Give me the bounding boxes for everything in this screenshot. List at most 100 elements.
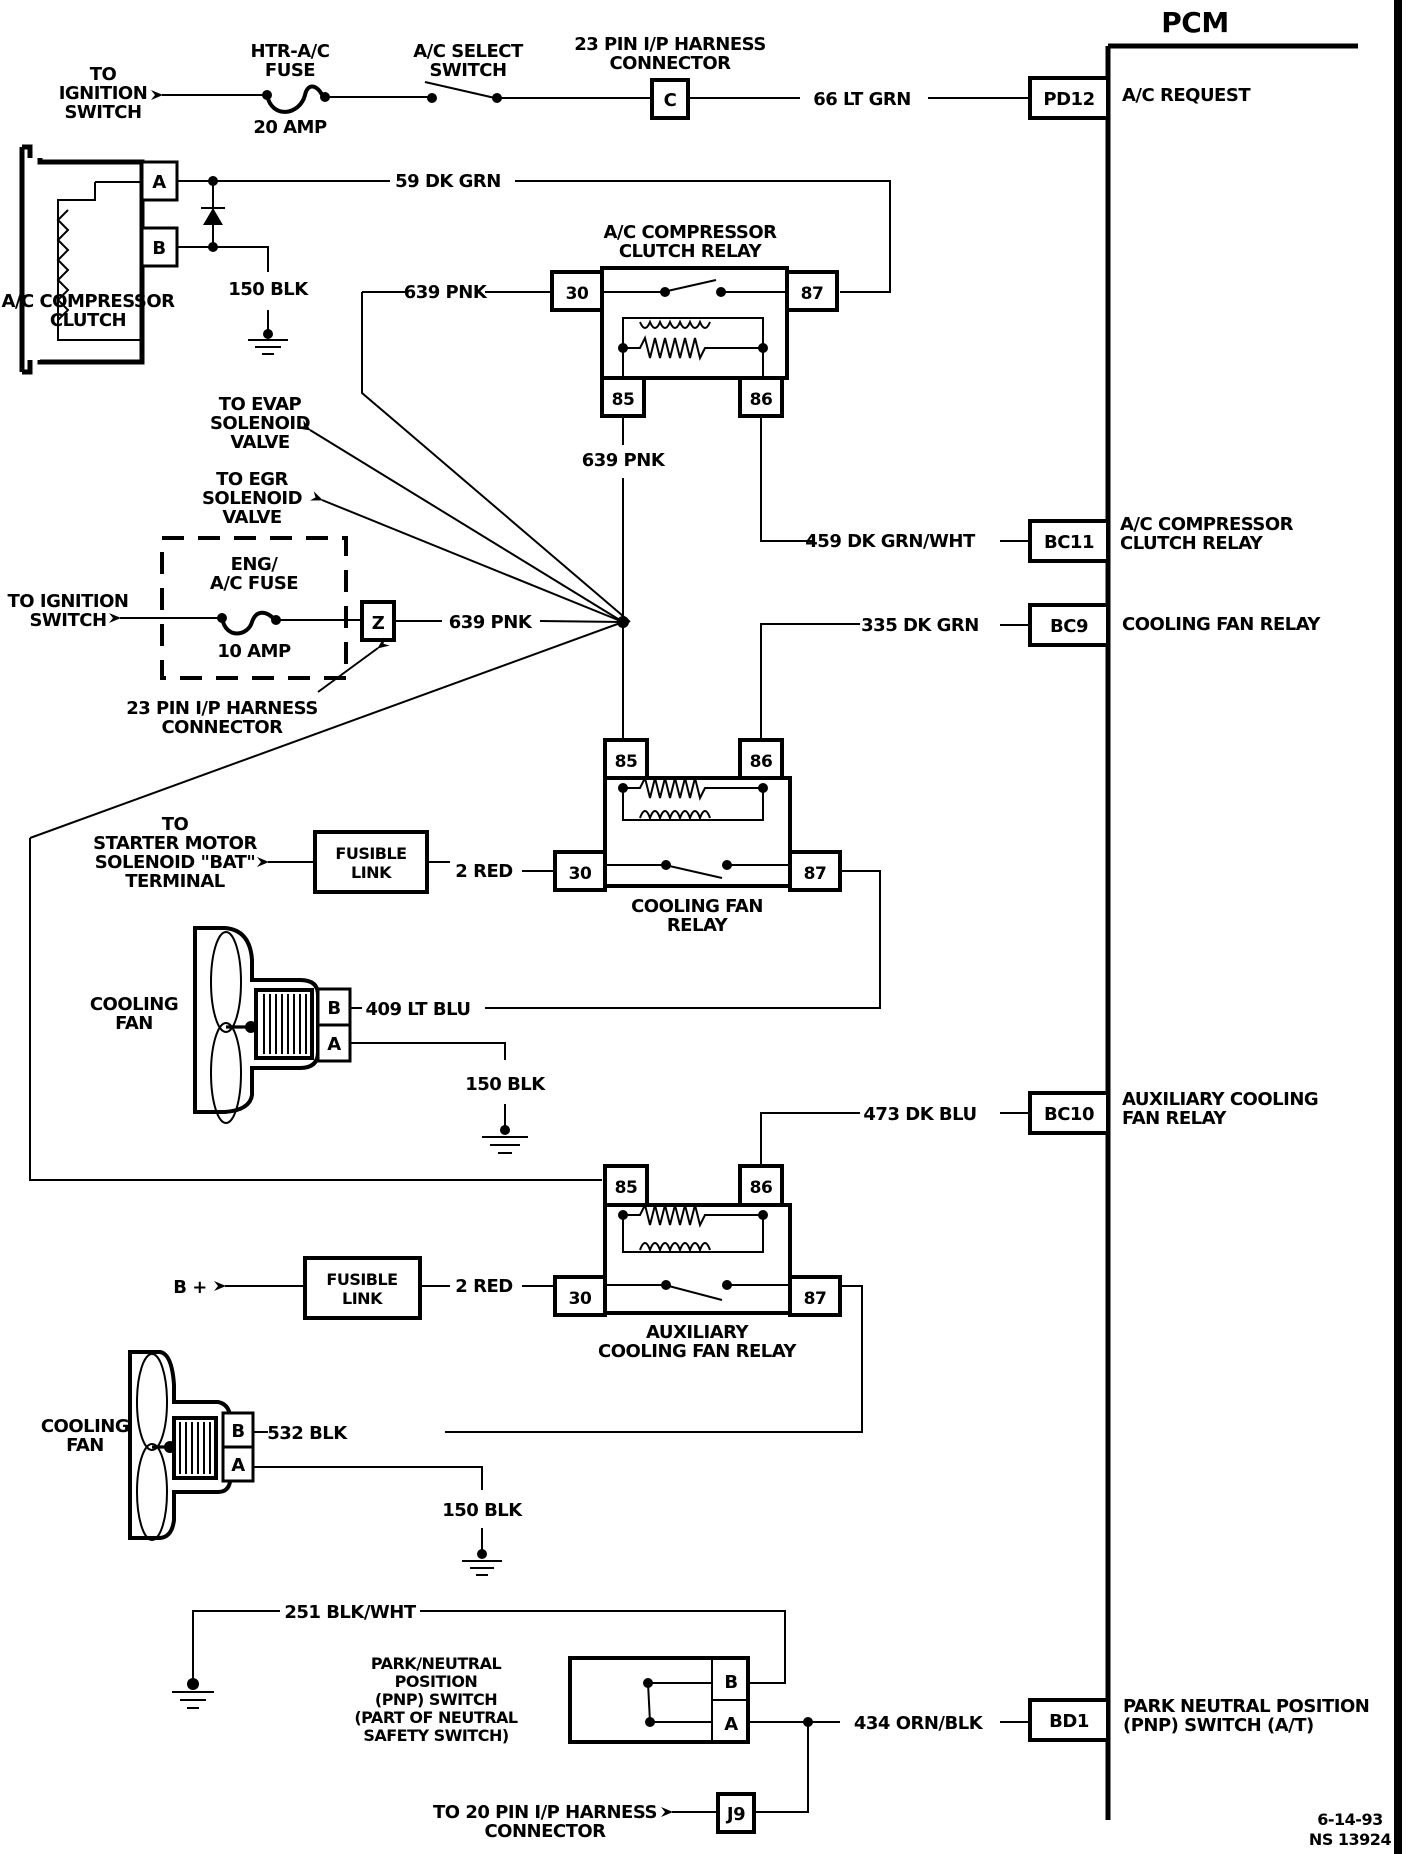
to-ignition-label: TO IGNITION	[8, 591, 129, 612]
auxiliary-cooling-fan-relay[interactable]: 85 86 30 87 AUXILIARY COOLING FAN RELAY	[553, 1164, 842, 1362]
terminal-id: BC9	[1050, 616, 1088, 637]
clutch-label: CLUTCH	[50, 310, 126, 331]
pin-b: B	[152, 238, 165, 259]
connector-c[interactable]: C	[650, 78, 690, 120]
ground-icon	[482, 1104, 528, 1154]
fan-motor-windings	[263, 994, 307, 1054]
wire	[192, 1610, 280, 1682]
fuse-block-outline	[160, 536, 348, 680]
arrow-to-egr-icon	[309, 491, 624, 623]
to-evap-label: VALVE	[230, 432, 289, 453]
relay-switch-icon	[607, 1280, 788, 1301]
pcm-terminal-bd1[interactable]: BD1 PARK NEUTRAL POSITION (PNP) SWITCH (…	[1028, 1696, 1370, 1742]
pcm-terminal-bc9[interactable]: BC9 COOLING FAN RELAY	[1028, 603, 1322, 647]
terminal-id: PD12	[1043, 89, 1094, 110]
pin-b: B	[327, 998, 340, 1019]
cooling-fan-relay[interactable]: 85 86 30 87 COOLING FAN RELAY	[553, 738, 842, 936]
fusible-link-1[interactable]: FUSIBLE LINK	[313, 830, 429, 894]
relay-coil-icon	[618, 775, 768, 821]
to-starter-label: TO	[162, 814, 189, 835]
wire-label: 150 BLK	[442, 1500, 523, 1521]
connector-pin: C	[664, 90, 677, 111]
pin-30: 30	[569, 1289, 592, 1309]
pin-a: A	[152, 172, 166, 193]
relay-label: COOLING FAN RELAY	[598, 1341, 797, 1362]
arrow-to-evap-icon	[298, 419, 624, 623]
ac-select-switch-icon[interactable]	[424, 81, 502, 103]
to-starter-label: STARTER MOTOR	[93, 833, 257, 854]
fuse-rating: 10 AMP	[217, 641, 291, 662]
fuse-label: A/C FUSE	[210, 573, 298, 594]
htr-ac-fuse-icon[interactable]	[262, 84, 330, 114]
wire-label: 150 BLK	[465, 1074, 546, 1095]
wire	[485, 870, 881, 1009]
pnp-switch-contacts-icon	[643, 1678, 712, 1727]
fan-motor-windings	[179, 1422, 211, 1474]
wire-label: 335 DK GRN	[861, 615, 979, 636]
wire-label: 473 DK BLU	[863, 1104, 976, 1125]
pin-86: 86	[750, 390, 773, 410]
pcm-terminal-bc10[interactable]: BC10 AUXILIARY COOLING FAN RELAY	[1028, 1089, 1319, 1135]
wire-label: 639 PNK	[404, 282, 488, 303]
pin-a: A	[724, 1714, 738, 1735]
fusible-link-label: FUSIBLE	[326, 1270, 397, 1289]
fusible-link-label: LINK	[342, 1289, 383, 1308]
pnp-switch-circuit: 251 BLK/WHT PARK/NEUTRAL POSITION (PNP) …	[172, 1602, 1030, 1842]
connector-z[interactable]: Z	[360, 600, 396, 642]
ac-compressor-clutch-relay[interactable]: A/C COMPRESSOR CLUTCH RELAY 30 87 85 86	[550, 222, 839, 418]
fusible-link-label: FUSIBLE	[335, 844, 406, 863]
pnp-label: (PART OF NEUTRAL	[354, 1708, 518, 1727]
fusible-link-label: LINK	[351, 863, 392, 882]
pin-86: 86	[750, 1178, 773, 1198]
pin-87: 87	[804, 1289, 827, 1309]
pcm-terminal-bc11[interactable]: BC11 A/C COMPRESSOR CLUTCH RELAY	[1028, 514, 1294, 563]
wire	[445, 1285, 863, 1433]
pnp-label: (PNP) SWITCH	[375, 1690, 497, 1709]
pin-a: A	[231, 1455, 245, 1476]
to-ignition-label: IGNITION	[59, 83, 148, 104]
ground-icon	[172, 1678, 214, 1709]
fan-label: COOLING	[41, 1416, 129, 1437]
to-egr-label: SOLENOID	[202, 488, 302, 509]
wire	[253, 1466, 483, 1490]
wire	[420, 1610, 786, 1684]
wire-label: 532 BLK	[267, 1423, 348, 1444]
terminal-label: (PNP) SWITCH (A/T)	[1123, 1715, 1314, 1736]
fuse-rating: 20 AMP	[253, 117, 327, 138]
wire	[760, 1112, 860, 1166]
splice-area: TO EVAP SOLENOID VALVE TO EGR SOLENOID V…	[8, 394, 629, 1181]
pcm-terminal-pd12[interactable]: PD12 A/C REQUEST	[1028, 76, 1252, 120]
to-starter-label: TERMINAL	[125, 871, 225, 892]
pcm-module: PCM PD12 A/C REQUEST BC11 A/C COMPRESSOR…	[1028, 0, 1402, 1854]
cooling-fan-1[interactable]: COOLING FAN B A	[90, 926, 352, 1124]
pin-b: B	[724, 1672, 737, 1693]
terminal-id: BD1	[1049, 1711, 1089, 1732]
fan-blade-icon	[210, 1022, 242, 1124]
wire-label: 409 LT BLU	[365, 999, 470, 1020]
connector-j9[interactable]: J9	[716, 1792, 756, 1834]
cooling-fan-2[interactable]: COOLING FAN B A	[41, 1350, 255, 1541]
relay-label: CLUTCH RELAY	[619, 241, 763, 262]
terminal-label: FAN RELAY	[1122, 1108, 1227, 1129]
wire	[213, 246, 269, 272]
eng-ac-fuse-icon[interactable]	[217, 610, 281, 636]
pnp-label: PARK/NEUTRAL	[371, 1654, 502, 1673]
fuse-label: ENG/	[231, 554, 279, 575]
connector-pin: Z	[372, 613, 385, 634]
relay-label: A/C COMPRESSOR	[603, 222, 777, 243]
wire	[772, 1722, 809, 1813]
fusible-link-2[interactable]: FUSIBLE LINK	[303, 1256, 422, 1320]
pin-85: 85	[615, 752, 638, 772]
to-harness-label: CONNECTOR	[484, 1821, 606, 1842]
connector-label: 23 PIN I/P HARNESS	[126, 698, 318, 719]
clutch-coil-icon	[56, 182, 96, 341]
relay-coil-icon	[618, 317, 768, 378]
connector-pin: J9	[725, 1804, 745, 1825]
pnp-switch[interactable]: B A	[568, 1656, 750, 1744]
to-ignition-label: SWITCH	[29, 610, 106, 631]
fan-blade-icon	[136, 1443, 168, 1541]
pin-85: 85	[612, 390, 635, 410]
wire-to-aux-relay	[29, 838, 602, 1181]
to-evap-label: SOLENOID	[210, 413, 310, 434]
